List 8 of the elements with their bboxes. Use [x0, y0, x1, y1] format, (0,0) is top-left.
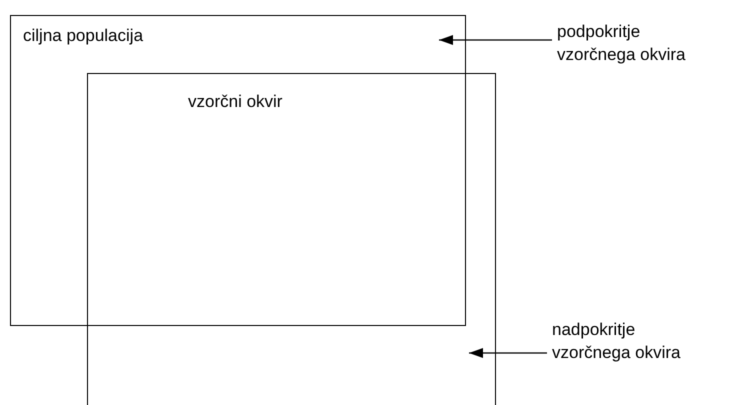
- frame-box: [87, 73, 496, 405]
- box-title: ciljna populacija: [23, 26, 144, 46]
- callout-text: podpokritje vzorčnega okvira: [557, 20, 717, 66]
- population-box: [10, 15, 466, 326]
- box-title: vzorčni okvir: [188, 92, 282, 112]
- callout-text: nadpokritje vzorčnega okvira: [552, 318, 712, 364]
- arrow: [469, 348, 547, 358]
- arrow: [439, 35, 552, 45]
